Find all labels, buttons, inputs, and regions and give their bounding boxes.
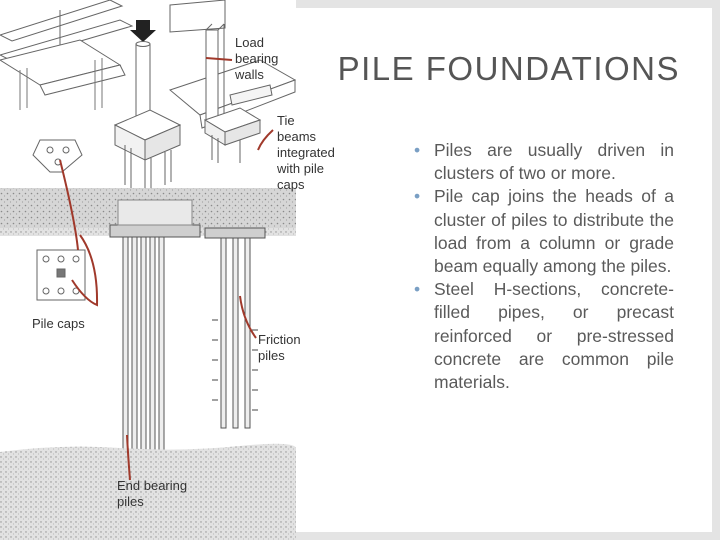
label-tie-beams: Tie beams integrated with pile caps <box>277 113 335 192</box>
load-bearing-wall <box>205 23 225 131</box>
pile-caps-section <box>109 199 266 239</box>
pile-foundation-illustration: Load bearing walls Tie beams integrated … <box>0 0 335 540</box>
label-load-bearing-walls: Load bearing walls <box>235 35 279 82</box>
label-pile-caps: Pile caps <box>32 316 85 331</box>
bullet-text: Piles are usually driven in clusters of … <box>434 140 674 184</box>
column-with-load-arrow <box>113 20 182 195</box>
soil-layer-bottom <box>0 443 296 540</box>
bullet-marker: • <box>414 186 421 207</box>
pile-cap-plan-large <box>36 249 86 301</box>
friction-piles <box>220 237 251 429</box>
bullet-item: • Piles are usually driven in clusters of… <box>412 139 674 185</box>
bullet-item: • Steel H-sections, concrete-filled pipes… <box>412 278 674 394</box>
pile-diagram <box>0 0 296 540</box>
slide-title: PILE FOUNDATIONS <box>337 50 680 87</box>
bullet-marker: • <box>414 279 421 300</box>
bullet-list: • Piles are usually driven in clusters of… <box>412 139 674 394</box>
secondary-pile-cap <box>203 107 262 163</box>
bullet-item: • Pile cap joins the heads of a cluster o… <box>412 185 674 278</box>
label-friction-piles: Friction piles <box>258 332 301 363</box>
callout-lines <box>59 57 274 481</box>
bullet-text: Pile cap joins the heads of a cluster of… <box>434 186 674 277</box>
pile-cap-plan-triangle <box>32 139 83 173</box>
bullet-text: Steel H-sections, concrete-filled pipes,… <box>434 279 674 393</box>
end-bearing-piles <box>122 236 165 474</box>
friction-arrows <box>212 319 258 411</box>
bullet-marker: • <box>414 140 421 160</box>
label-end-bearing-piles: End bearing piles <box>117 478 188 509</box>
